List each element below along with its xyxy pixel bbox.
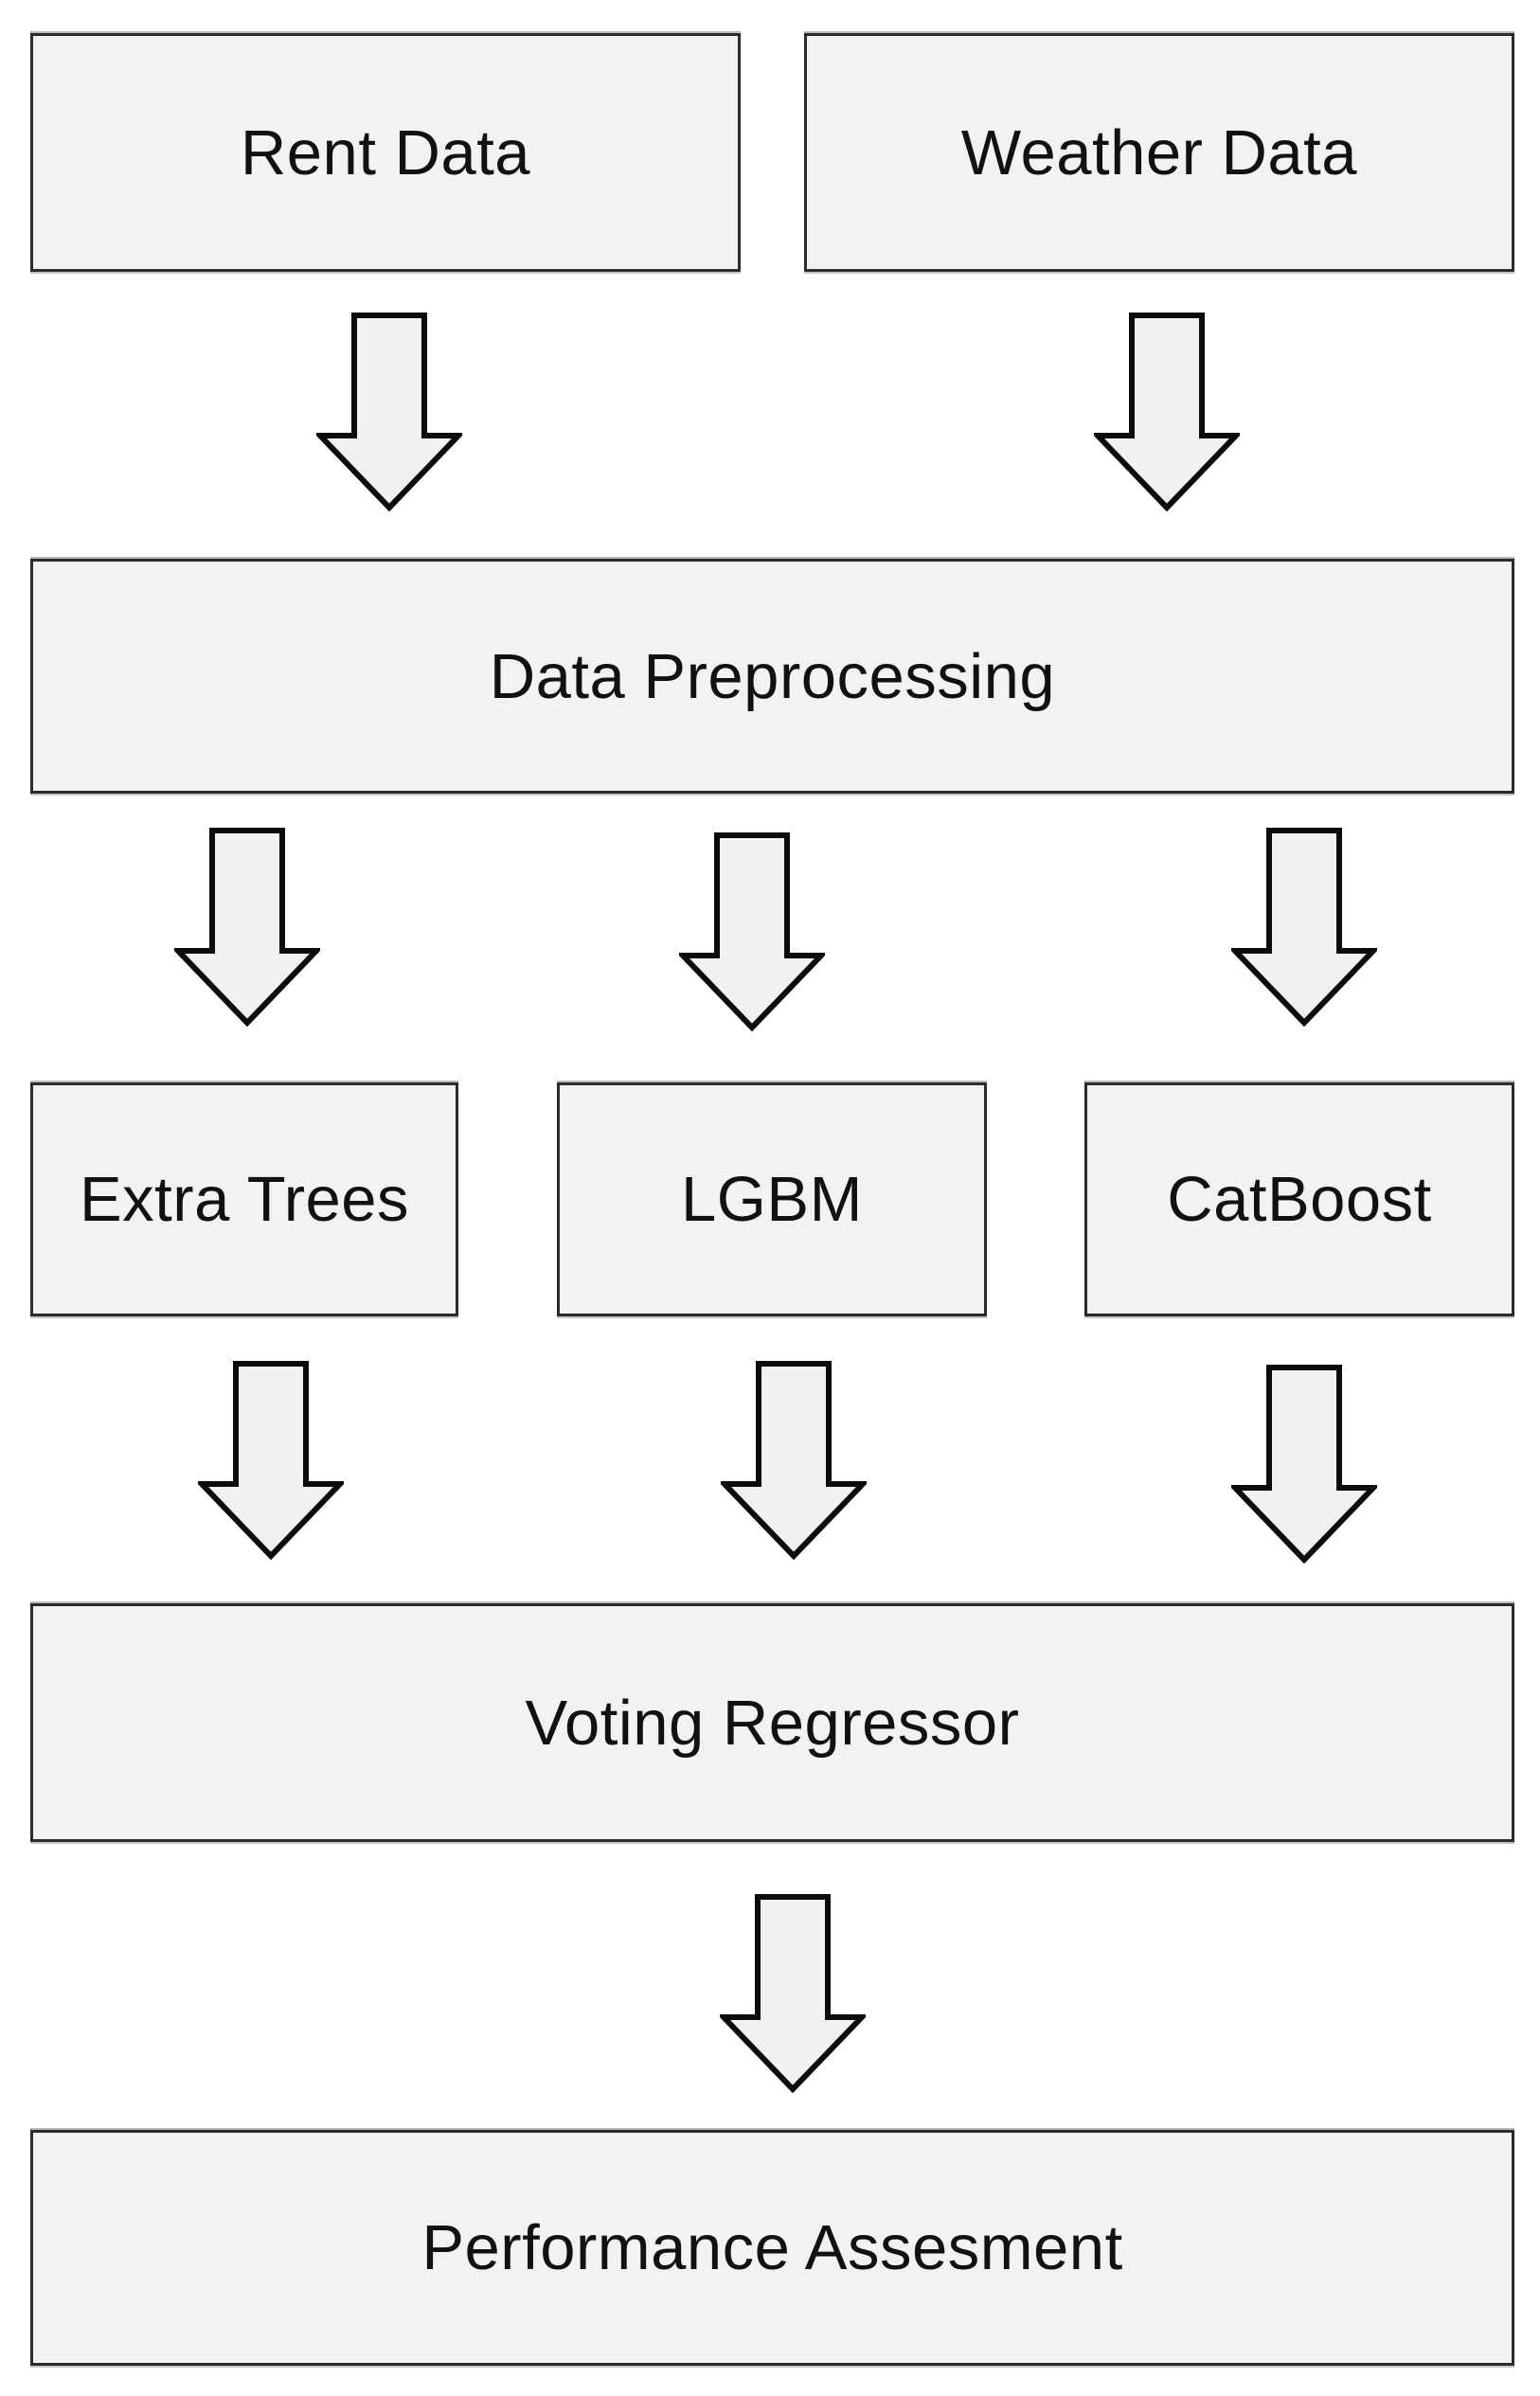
node-data-preprocessing-label: Data Preprocessing bbox=[489, 640, 1056, 712]
down-arrow-preprocessing-to-lgbm bbox=[679, 832, 825, 1031]
down-arrow-weather-to-preprocessing bbox=[1094, 313, 1240, 511]
node-voting-regressor-label: Voting Regressor bbox=[525, 1687, 1020, 1759]
down-arrow-preprocessing-to-extra-trees bbox=[174, 828, 320, 1027]
node-extra-trees: Extra Trees bbox=[30, 1082, 458, 1316]
node-weather-data-label: Weather Data bbox=[960, 116, 1358, 188]
node-catboost-label: CatBoost bbox=[1167, 1164, 1432, 1235]
down-arrow-preprocessing-to-catboost bbox=[1231, 828, 1377, 1027]
node-extra-trees-label: Extra Trees bbox=[79, 1164, 410, 1235]
down-arrow-extra-trees-to-voting bbox=[198, 1361, 344, 1560]
node-weather-data: Weather Data bbox=[804, 33, 1514, 272]
down-arrow-rent-to-preprocessing bbox=[316, 313, 462, 511]
node-data-preprocessing: Data Preprocessing bbox=[30, 559, 1514, 794]
node-rent-data: Rent Data bbox=[30, 33, 741, 272]
node-catboost: CatBoost bbox=[1084, 1082, 1514, 1316]
down-arrow-voting-to-performance bbox=[720, 1894, 866, 2093]
down-arrow-catboost-to-voting bbox=[1231, 1365, 1377, 1564]
node-performance-assesment: Performance Assesment bbox=[30, 2130, 1514, 2366]
node-voting-regressor: Voting Regressor bbox=[30, 1603, 1514, 1842]
node-lgbm-label: LGBM bbox=[681, 1164, 863, 1235]
down-arrow-lgbm-to-voting bbox=[721, 1361, 867, 1560]
node-rent-data-label: Rent Data bbox=[240, 116, 531, 188]
node-lgbm: LGBM bbox=[557, 1082, 987, 1316]
node-performance-assesment-label: Performance Assesment bbox=[421, 2212, 1123, 2283]
